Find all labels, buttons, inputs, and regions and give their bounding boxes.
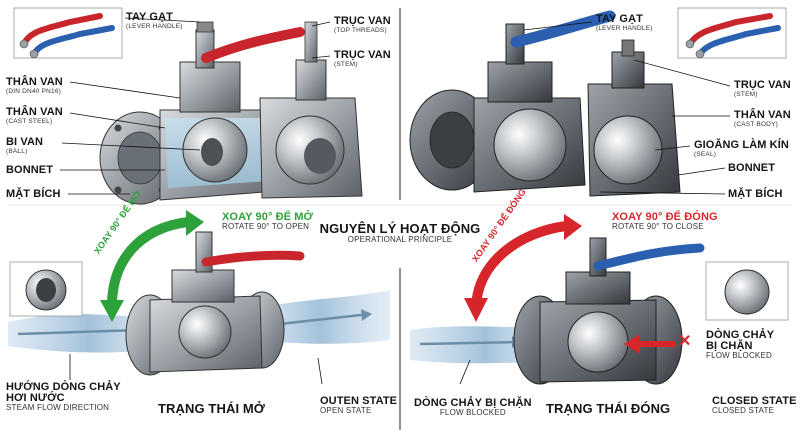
- principle-title: NGUYÊN LÝ HOẠT ĐỘNG OPERATIONAL PRINCIPL…: [318, 222, 482, 244]
- tl-stem-top-vn: TRỤC VAN: [334, 15, 391, 27]
- closed-state-en-1: CLOSED STATE: [712, 395, 797, 407]
- tr-body-en: (CAST BODY): [734, 121, 778, 128]
- tl-body-din-label: THÂN VAN (DIN DN40 PN16): [6, 77, 63, 96]
- blocked-flow-vn-1: DÒNG CHẢY: [706, 329, 775, 341]
- top-left-valve-cutaway: [99, 21, 363, 205]
- tl-stem-label: TRỤC VAN (STEM): [334, 50, 391, 69]
- close-rotate-en: ROTATE 90° TO CLOSE: [612, 222, 704, 231]
- top-left-leaders: [60, 17, 331, 195]
- steam-flow-vn-1: HƯỚNG DÒNG CHẢY: [6, 381, 121, 393]
- open-state-label: OUTEN STATE OPEN STATE: [320, 396, 397, 415]
- tr-lever-handle-vn: TAY GẠT: [596, 13, 643, 25]
- tr-bonnet-label: BONNET: [728, 163, 775, 174]
- close-rotate-arrow: [464, 214, 582, 322]
- close-rotate-label: XOAY 90° ĐỂ ĐÓNG ROTATE 90° TO CLOSE: [612, 212, 718, 231]
- top-right-leaders: [523, 21, 731, 195]
- tl-stem-vn: TRỤC VAN: [334, 49, 391, 61]
- closed-state-en-2: CLOSED STATE: [712, 406, 775, 415]
- blocked-flow-en: FLOW BLOCKED: [706, 351, 772, 360]
- tl-body-cast-vn: THÂN VAN: [6, 106, 63, 118]
- tl-ball-label: BI VAN (BALL): [6, 137, 43, 156]
- bottom-right-leaders: [459, 359, 471, 385]
- open-state-title: TRẠNG THÁI MỞ: [158, 401, 265, 416]
- tr-lever-handle-label: TAY GẠT (LEVER HANDLE): [596, 14, 653, 33]
- blocked-flow-vn-2: BỊ CHẶN: [706, 340, 753, 352]
- bottom-right-valve: [513, 237, 789, 385]
- open-rotate-label: XOAY 90° ĐỂ MỞ ROTATE 90° TO OPEN: [222, 212, 313, 231]
- blocked-flow-bottom-vn: DÒNG CHẢY BỊ CHẶN: [414, 397, 532, 409]
- tr-bonnet-text: BONNET: [728, 162, 776, 174]
- tl-lever-handle-en: (LEVER HANDLE): [126, 23, 183, 30]
- tl-flange-text: MẶT BÍCH: [6, 188, 61, 200]
- blocked-x-icon: ✕: [678, 333, 692, 350]
- tr-flange-text: MẶT BÍCH: [728, 188, 783, 200]
- open-rotate-en: ROTATE 90° TO OPEN: [222, 222, 310, 231]
- open-rotate-arrow: [100, 210, 204, 322]
- tl-ball-vn: BI VAN: [6, 136, 44, 148]
- tr-stem-vn: TRỤC VAN: [734, 79, 791, 91]
- tl-stem-top-en: (TOP THREADS): [334, 27, 387, 34]
- tl-flange-label: MẶT BÍCH: [6, 189, 61, 200]
- top-right-valve-cutaway: [409, 10, 681, 197]
- blocked-flow-label: DÒNG CHẢY BỊ CHẶN FLOW BLOCKED: [706, 330, 774, 360]
- tr-lever-handle-en: (LEVER HANDLE): [596, 25, 653, 32]
- top-left-handles-inset: [13, 7, 123, 59]
- tl-bonnet-text: BONNET: [6, 164, 54, 176]
- tr-flange-label: MẶT BÍCH: [728, 189, 783, 200]
- open-rotate-vn: XOAY 90° ĐỂ MỞ: [222, 211, 313, 223]
- principle-title-vn: NGUYÊN LÝ HOẠT ĐỘNG: [319, 221, 481, 236]
- tr-seal-en: (SEAL): [694, 151, 717, 158]
- top-right-handles-inset: [677, 7, 787, 59]
- steam-flow-label: HƯỚNG DÒNG CHẢY HƠI NƯỚC STEAM FLOW DIRE…: [6, 382, 121, 412]
- tr-body-vn: THÂN VAN: [734, 109, 791, 121]
- tr-seal-label: GIOĂNG LÀM KÍN (SEAL): [694, 140, 789, 159]
- tl-stem-en: (STEM): [334, 61, 358, 68]
- tl-stem-top-label: TRỤC VAN (TOP THREADS): [334, 16, 391, 35]
- closed-state-title: TRẠNG THÁI ĐÓNG: [546, 401, 671, 416]
- tl-bonnet-label: BONNET: [6, 165, 53, 176]
- blocked-arrow: [624, 334, 676, 354]
- bottom-left-leaders: [69, 354, 323, 385]
- open-state-en-1: OUTEN STATE: [320, 395, 398, 407]
- tr-stem-en: (STEM): [734, 91, 758, 98]
- tl-body-din-vn: THÂN VAN: [6, 76, 63, 88]
- open-state-en-2: OPEN STATE: [320, 406, 372, 415]
- closed-state-label: CLOSED STATE CLOSED STATE: [712, 396, 797, 415]
- tl-lever-handle-vn: TAY GẠT: [126, 11, 173, 23]
- tl-body-din-en: (DIN DN40 PN16): [6, 88, 62, 95]
- blocked-flow-bottom-en: FLOW BLOCKED: [439, 408, 506, 417]
- tl-lever-handle-label: TAY GẠT (LEVER HANDLE): [126, 12, 183, 31]
- steam-flow-vn-2: HƠI NƯỚC: [6, 392, 65, 404]
- tl-ball-en: (BALL): [6, 148, 28, 155]
- principle-title-en: OPERATIONAL PRINCIPLE: [347, 235, 453, 244]
- bottom-left-valve: [9, 231, 305, 376]
- steam-flow-en: STEAM FLOW DIRECTION: [6, 403, 110, 412]
- blocked-flow-bottom-label: DÒNG CHẢY BỊ CHẶN FLOW BLOCKED: [414, 398, 532, 417]
- tr-stem-label: TRỤC VAN (STEM): [734, 80, 791, 99]
- tr-seal-vn: GIOĂNG LÀM KÍN: [694, 139, 789, 151]
- tl-body-cast-en: (CAST STEEL): [6, 118, 53, 125]
- tr-body-label: THÂN VAN (CAST BODY): [734, 110, 791, 129]
- tl-body-cast-label: THÂN VAN (CAST STEEL): [6, 107, 63, 126]
- close-rotate-vn: XOAY 90° ĐỂ ĐÓNG: [612, 211, 718, 223]
